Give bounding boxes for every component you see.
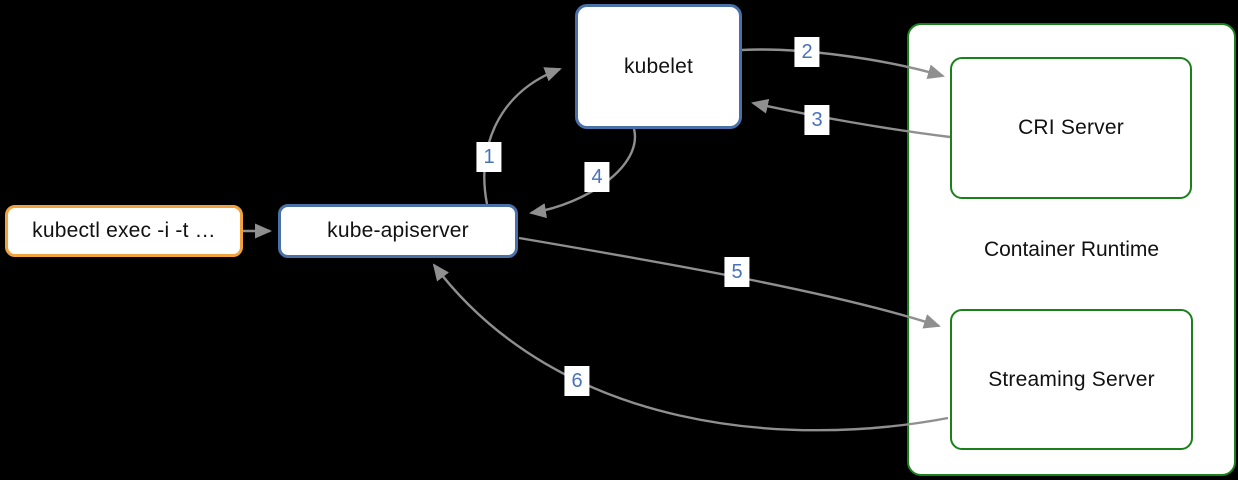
node-streaming-server: Streaming Server — [950, 309, 1193, 450]
node-kubectl-exec-label: kubectl exec -i -t … — [32, 219, 216, 242]
edge-3-cri-server-to-kubelet — [751, 98, 951, 139]
node-kube-apiserver-label: kube-apiserver — [327, 219, 469, 242]
edge-step-label-6: 6 — [564, 366, 590, 396]
node-kubelet: kubelet — [575, 4, 742, 129]
edge-step-label-2: 2 — [794, 37, 820, 67]
node-container-runtime-label: Container Runtime — [983, 238, 1160, 261]
node-kubelet-label: kubelet — [623, 54, 694, 78]
edge-4-kubelet-to-apiserver — [529, 128, 637, 219]
edge-step-label-5: 5 — [724, 257, 750, 287]
edge-1-apiserver-to-kubelet — [483, 67, 562, 205]
node-kubectl-exec: kubectl exec -i -t … — [5, 205, 243, 257]
node-kube-apiserver: kube-apiserver — [278, 204, 518, 258]
node-cri-server-label: CRI Server — [1018, 116, 1124, 139]
edge-step-label-3: 3 — [804, 105, 830, 135]
node-cri-server: CRI Server — [950, 57, 1192, 199]
edge-6-streaming-server-to-apiserver — [432, 263, 949, 432]
edge-step-label-4: 4 — [584, 162, 610, 192]
node-streaming-server-label: Streaming Server — [988, 367, 1155, 391]
edge-step-label-1: 1 — [476, 142, 502, 172]
edge-2-kubelet-to-cri-server — [741, 48, 945, 79]
